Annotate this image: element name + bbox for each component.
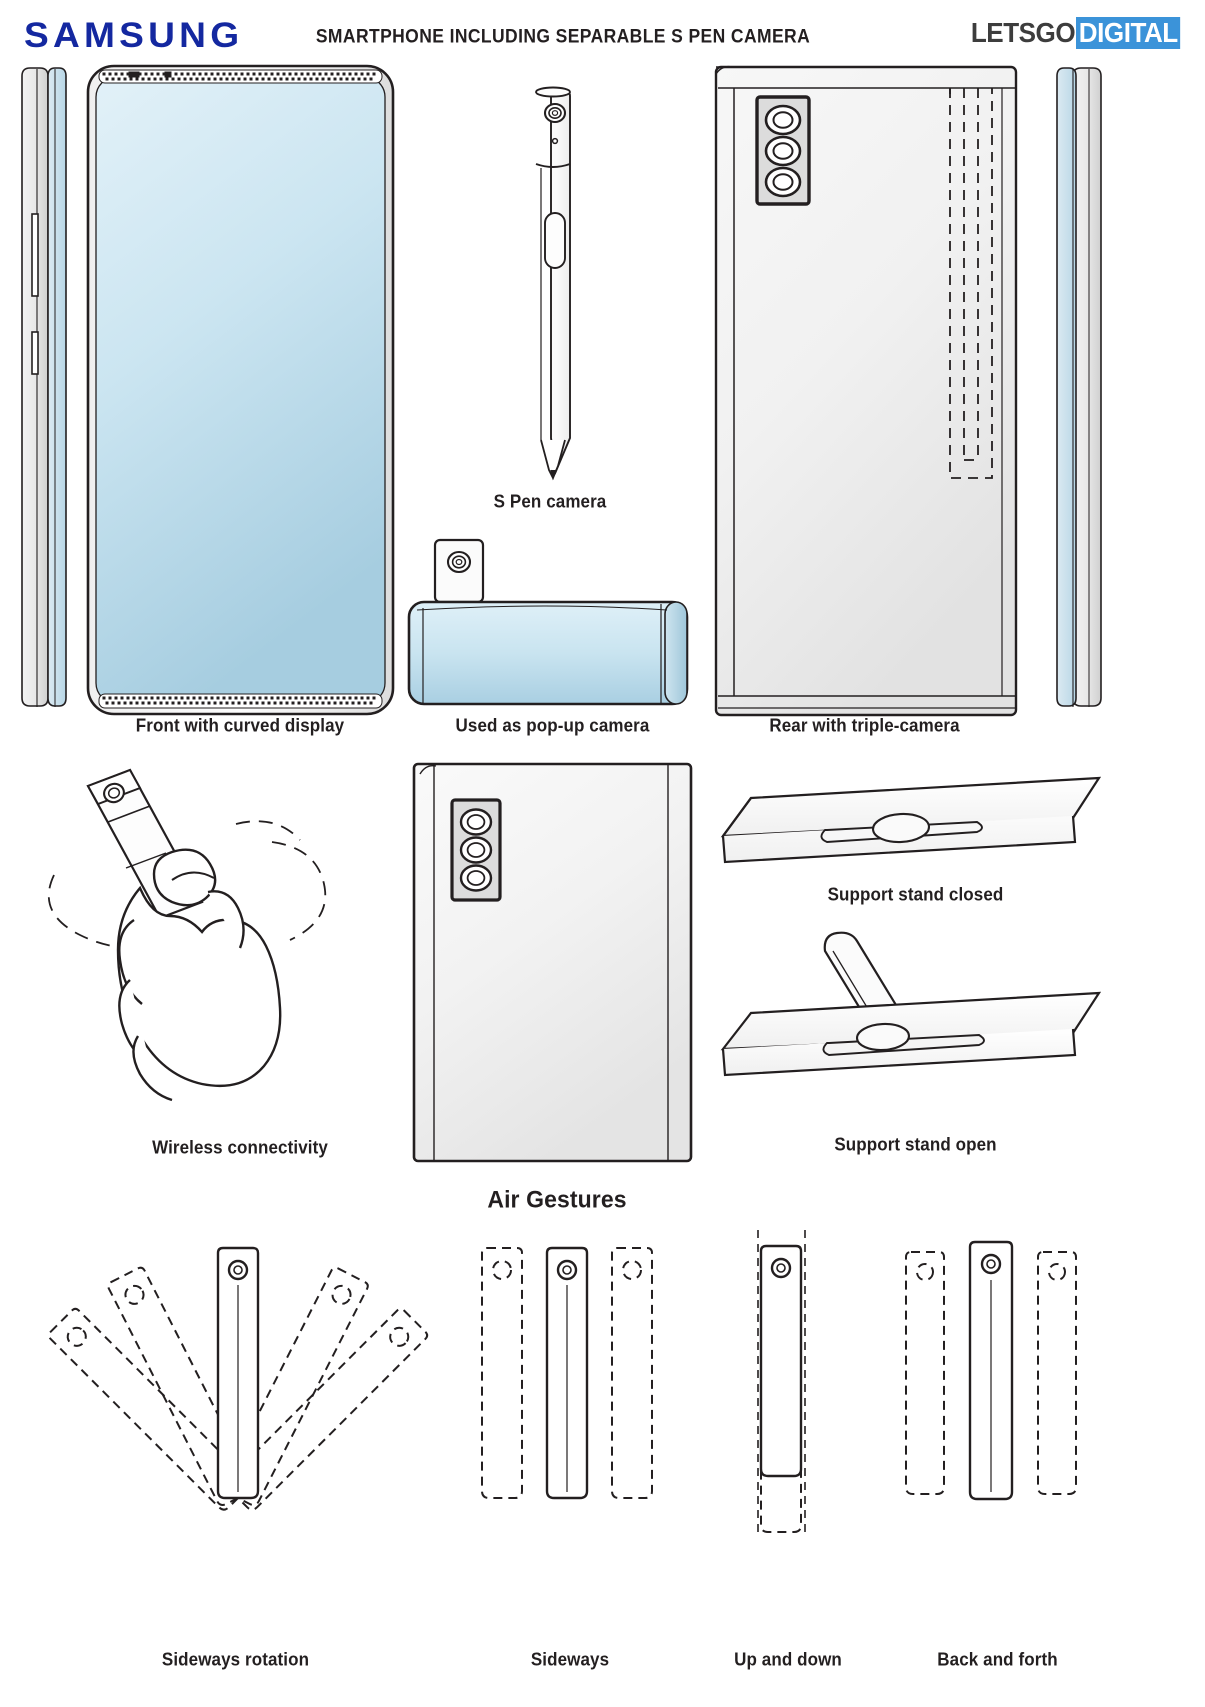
s-pen-lens-icon [543,102,567,124]
caption-wireless-connectivity: Wireless connectivity [152,1137,328,1158]
section-title-air-gestures: Air Gestures [487,1185,627,1213]
watermark-digital: DIGITAL [1075,17,1181,49]
figure-support-stand-closed [715,770,1115,900]
caption-up-and-down: Up and down [734,1649,842,1670]
caption-s-pen-camera: S Pen camera [493,491,607,512]
caption-support-stand-open: Support stand open [834,1134,997,1155]
triple-camera-module [755,95,811,206]
figure-front-curved-display [85,62,400,722]
figure-up-and-down [710,1230,860,1540]
figure-sideways [465,1230,675,1520]
figure-support-stand-open [715,925,1115,1110]
popup-lens-icon [446,550,472,574]
figure-side-view-left [8,62,88,722]
figure-side-view-right [1043,62,1123,722]
figure-phone-back-center [410,760,695,1165]
figure-pop-up-camera [405,538,700,708]
figure-back-and-forth [895,1230,1095,1520]
caption-sideways-rotation: Sideways rotation [161,1649,310,1670]
letsgodigital-watermark: LETSGO DIGITAL [963,17,1188,49]
figure-wireless-connectivity [22,760,402,1140]
samsung-logo: SAMSUNG [24,16,244,55]
caption-support-stand-closed: Support stand closed [827,884,1004,905]
hand-pen-lens-icon [103,782,125,804]
caption-rear-triple-camera: Rear with triple-camera [769,715,960,736]
triple-camera-module-back [450,798,502,902]
caption-sideways: Sideways [530,1649,610,1670]
page-title: SMARTPHONE INCLUDING SEPARABLE S PEN CAM… [315,24,811,48]
caption-back-and-forth: Back and forth [937,1649,1058,1670]
caption-pop-up-camera: Used as pop-up camera [455,715,650,736]
watermark-letsgo: LETSGO [971,17,1076,48]
page-header: SAMSUNG SMARTPHONE INCLUDING SEPARABLE S… [0,0,1205,62]
figure-sideways-rotation [30,1230,440,1520]
figure-rear-triple-camera [712,62,1022,722]
caption-front-curved-display: Front with curved display [135,715,345,736]
figure-s-pen-camera [515,78,585,481]
